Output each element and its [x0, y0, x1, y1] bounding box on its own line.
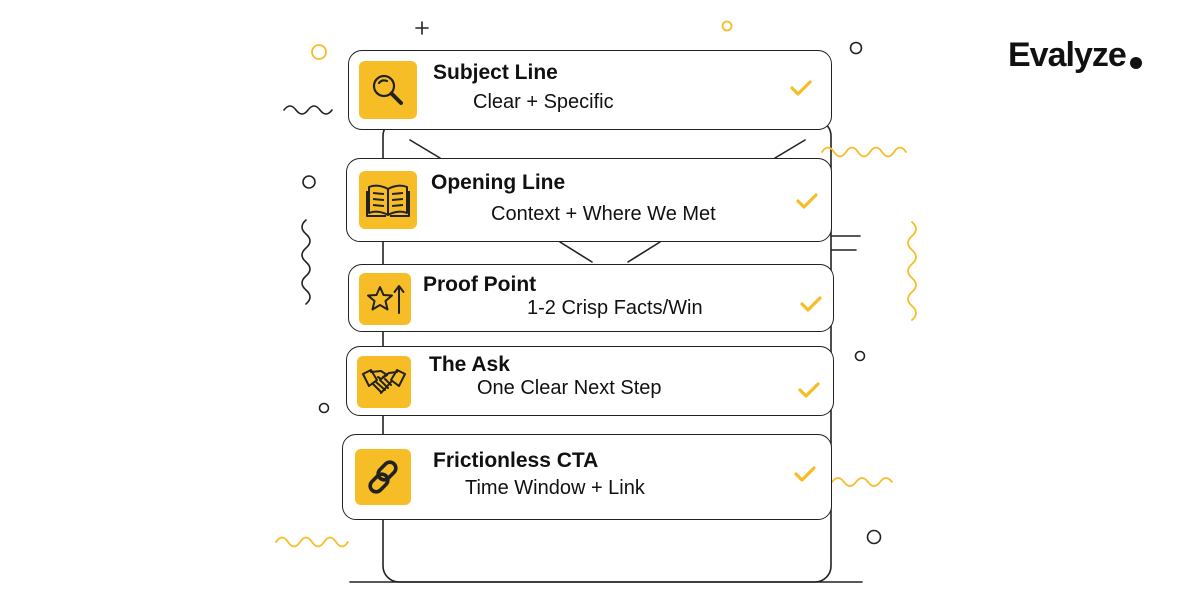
deco-squiggle-yellow [821, 146, 907, 158]
deco-circle-yellow [721, 20, 733, 32]
check-icon [796, 193, 818, 209]
brand-logo: Evalyze [1008, 36, 1142, 75]
check-icon [798, 382, 820, 398]
step-subtitle: 1-2 Crisp Facts/Win [527, 297, 703, 319]
step-subtitle: One Clear Next Step [477, 377, 662, 399]
deco-squiggle [283, 105, 333, 115]
handshake-icon [357, 356, 411, 408]
step-card-frictionless-cta: Frictionless CTA Time Window + Link [342, 434, 832, 520]
step-title: Opening Line [431, 171, 566, 194]
star-up-arrow-icon [359, 273, 411, 325]
check-icon [794, 466, 816, 482]
step-card-proof-point: Proof Point 1-2 Crisp Facts/Win [348, 264, 834, 332]
deco-circle [318, 402, 330, 414]
step-subtitle: Time Window + Link [465, 477, 645, 499]
step-title: Frictionless CTA [433, 449, 599, 472]
brand-dot [1129, 57, 1142, 69]
check-icon [790, 80, 812, 96]
step-title: Proof Point [423, 273, 537, 296]
check-icon [800, 296, 822, 312]
deco-circle [302, 175, 316, 189]
step-title: Subject Line [433, 61, 558, 84]
deco-squiggle [301, 219, 311, 305]
deco-squiggle-yellow [275, 536, 349, 548]
brand-name: Evalyze [1008, 36, 1127, 74]
chain-link-icon [355, 449, 411, 505]
step-card-subject-line: Subject Line Clear + Specific [348, 50, 832, 130]
step-title: The Ask [429, 353, 510, 376]
deco-circle [854, 350, 866, 362]
deco-circle [866, 529, 882, 545]
step-card-opening-line: Opening Line Context + Where We Met [346, 158, 832, 242]
deco-squiggle-yellow [907, 221, 917, 321]
step-subtitle: Clear + Specific [473, 91, 614, 113]
step-card-the-ask: The Ask One Clear Next Step [346, 346, 834, 416]
step-subtitle: Context + Where We Met [491, 203, 716, 225]
open-book-icon [359, 171, 417, 229]
deco-squiggle-yellow [831, 477, 893, 487]
deco-circle-yellow [311, 44, 327, 60]
magnifier-icon [359, 61, 417, 119]
deco-circle [849, 41, 863, 55]
